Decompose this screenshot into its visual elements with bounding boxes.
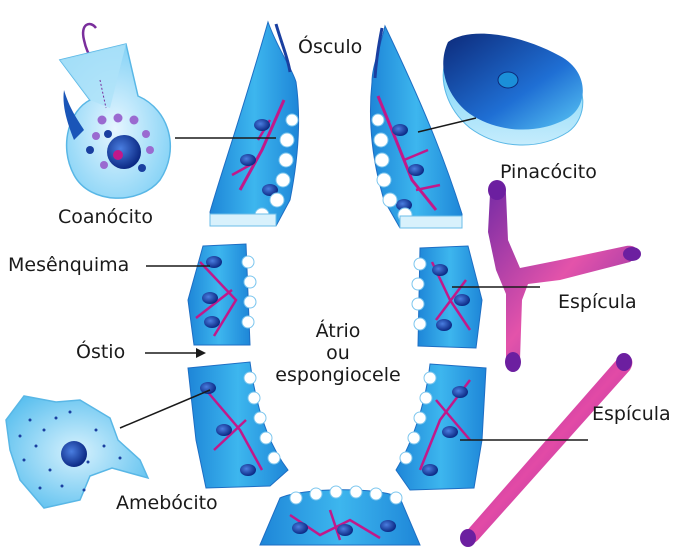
coanocito-cell bbox=[60, 24, 170, 198]
ostio-arrow bbox=[196, 348, 206, 358]
wall-bottom bbox=[260, 486, 420, 545]
label-atrio-line2: ou bbox=[250, 342, 426, 364]
label-osculo: Ósculo bbox=[298, 38, 362, 57]
wall-middle-left bbox=[188, 244, 256, 345]
label-coanocito: Coanócito bbox=[58, 208, 153, 227]
label-mesenquima: Mesênquima bbox=[8, 256, 129, 275]
label-espicula-2: Espícula bbox=[592, 405, 671, 424]
espicula-straight bbox=[460, 353, 632, 547]
label-pinacocito: Pinacócito bbox=[500, 163, 597, 182]
label-ostio: Óstio bbox=[76, 343, 125, 362]
espicula-triradiate bbox=[488, 180, 641, 372]
label-atrio-line1: Átrio bbox=[250, 320, 426, 342]
pinacocito-cell bbox=[443, 34, 583, 145]
wall-upper-left bbox=[210, 22, 298, 226]
label-atrio: Átrio ou espongiocele bbox=[250, 320, 426, 386]
label-espicula-1: Espícula bbox=[558, 293, 637, 312]
label-atrio-line3: espongiocele bbox=[250, 364, 426, 386]
label-amebocito: Amebócito bbox=[116, 494, 218, 513]
